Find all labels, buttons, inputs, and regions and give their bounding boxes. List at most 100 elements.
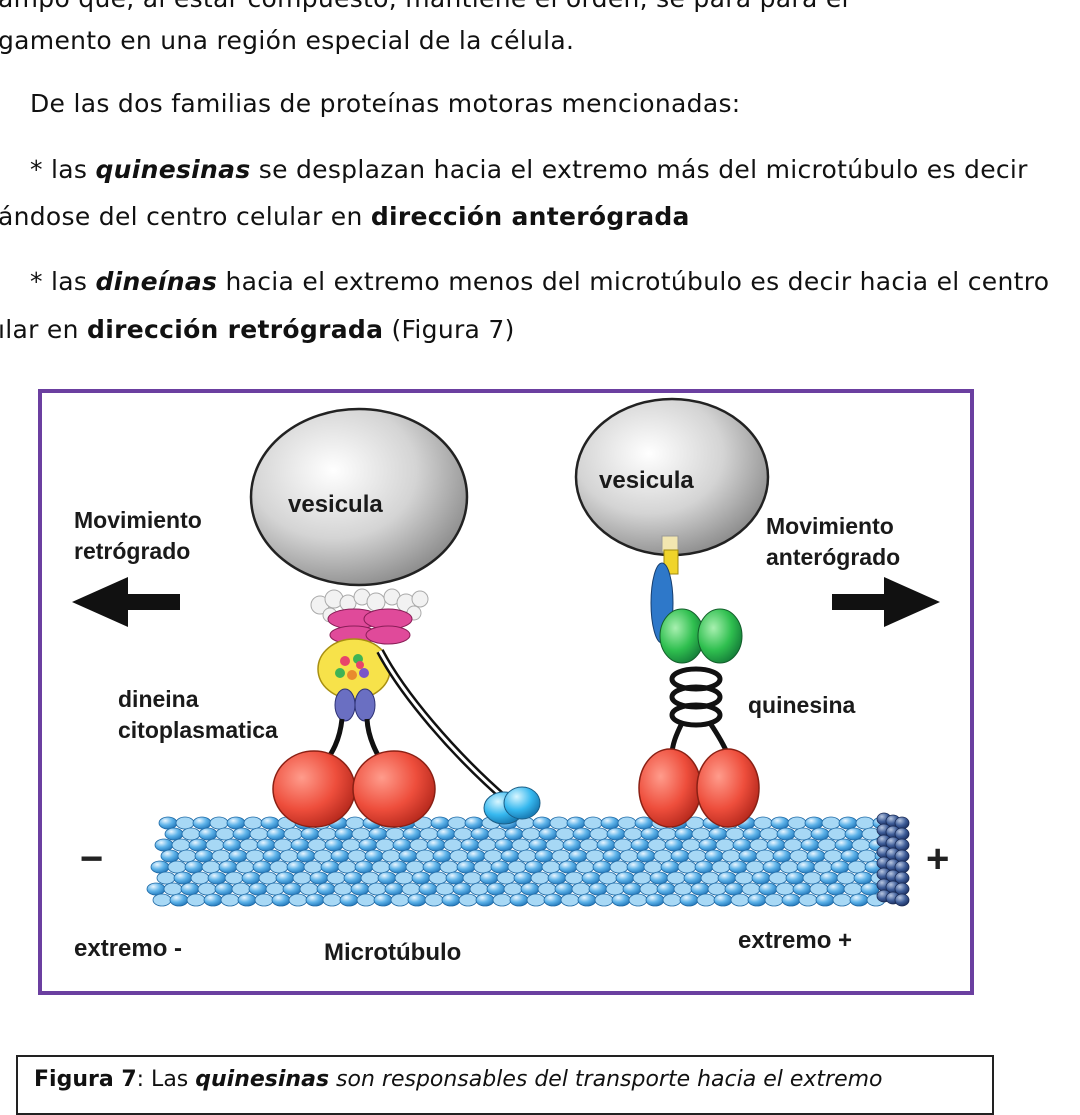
tubulin-subunit — [356, 893, 376, 907]
tubulin-subunit — [766, 838, 786, 852]
tubulin-subunit — [541, 860, 561, 874]
tubulin-subunit — [772, 849, 792, 863]
tubulin-subunit — [299, 882, 319, 896]
tubulin-subunit — [292, 871, 312, 885]
tubulin-subunit — [664, 838, 684, 852]
tubulin-subunit — [617, 816, 637, 830]
tubulin-subunit — [747, 893, 767, 907]
tubulin-subunit — [375, 838, 395, 852]
tubulin-subunit — [211, 849, 231, 863]
tubulin-subunit — [324, 838, 344, 852]
tubulin-subunit — [630, 838, 650, 852]
tubulin-subunit — [725, 827, 745, 841]
tubulin-subunit — [806, 849, 826, 863]
tubulin-subunit — [779, 860, 799, 874]
tubulin-subunit — [537, 882, 557, 896]
tubulin-subunit — [252, 860, 272, 874]
tubulin-subunit — [470, 827, 490, 841]
tubulin-subunit — [577, 893, 597, 907]
tubulin-subunit — [521, 827, 541, 841]
tubulin-subunit — [351, 827, 371, 841]
tubulin-subunit — [494, 838, 514, 852]
tubulin-subunit — [653, 849, 673, 863]
tubulin-subunit — [443, 838, 463, 852]
tubulin-subunit — [568, 849, 588, 863]
tubulin-subunit — [441, 893, 461, 907]
tubulin-subunit — [405, 860, 425, 874]
tubulin-subunit — [286, 860, 306, 874]
tubulin-subunit — [636, 849, 656, 863]
tubulin-subunit — [260, 816, 280, 830]
tubulin-subunit — [258, 871, 278, 885]
tubulin-subunit — [776, 827, 796, 841]
tubulin-subunit — [326, 871, 346, 885]
tubulin-subunit — [436, 827, 456, 841]
tubulin-subunit — [649, 871, 669, 885]
movement-retrograde-label: Movimiento retrógrado — [74, 507, 202, 564]
tubulin-subunit — [662, 893, 682, 907]
tubulin-subunit — [228, 849, 248, 863]
tubulin-subunit — [666, 871, 686, 885]
tubulin-subunit — [530, 871, 550, 885]
tubulin-subunit — [562, 838, 582, 852]
tubulin-subunit — [732, 838, 752, 852]
tubulin-subunit — [419, 827, 439, 841]
tubulin-subunit — [830, 860, 850, 874]
tubulin-subunit — [639, 882, 659, 896]
tubulin-subunit — [694, 860, 714, 874]
tubulin-subunit — [237, 893, 257, 907]
tubulin-subunit — [194, 849, 214, 863]
tubulin-subunit — [588, 882, 608, 896]
tubulin-subunit — [711, 860, 731, 874]
tubulin-subunit — [371, 860, 391, 874]
tubulin-subunit — [296, 849, 316, 863]
tubulin-subunit — [266, 827, 286, 841]
tubulin-subunit — [197, 882, 217, 896]
kinesin-motor — [638, 535, 760, 828]
tubulin-subunit — [670, 849, 690, 863]
tubulin-subunit — [687, 849, 707, 863]
tubulin-subunit — [473, 860, 493, 874]
tubulin-subunit — [851, 838, 871, 852]
tubulin-subunit — [798, 893, 818, 907]
tubulin-subunit — [844, 827, 864, 841]
tubulin-subunit — [303, 860, 323, 874]
tubulin-subunit — [657, 827, 677, 841]
tubulin-subunit — [849, 893, 869, 907]
tubulin-subunit — [377, 871, 397, 885]
tubulin-subunit — [309, 871, 329, 885]
tubulin-subunit — [347, 849, 367, 863]
tubulin-subunit — [579, 838, 599, 852]
tubulin-subunit — [673, 882, 693, 896]
tubulin-subunit — [793, 827, 813, 841]
tubulin-subunit — [402, 827, 422, 841]
figure-7-motor-proteins: vesicula vesicula Movimiento retrógrado … — [38, 389, 974, 995]
tubulin-subunit — [526, 893, 546, 907]
tubulin-subunit — [469, 882, 489, 896]
tubulin-subunit — [796, 860, 816, 874]
tubulin-subunit — [209, 816, 229, 830]
text-line-2: De las dos familias de proteínas motoras… — [30, 89, 741, 118]
tubulin-subunit — [554, 882, 574, 896]
tubulin-subunit — [534, 849, 554, 863]
tubulin-subunit — [430, 816, 450, 830]
tubulin-subunit — [290, 838, 310, 852]
tubulin-subunit — [857, 849, 877, 863]
tubulin-subunit — [707, 882, 727, 896]
tubulin-subunit — [435, 882, 455, 896]
tubulin-subunit — [715, 838, 735, 852]
tubulin-subunit — [169, 893, 189, 907]
tubulin-subunit — [343, 871, 363, 885]
tubulin-subunit — [447, 816, 467, 830]
tubulin-subunit — [220, 893, 240, 907]
tubulin-subunit — [265, 882, 285, 896]
tubulin-subunit — [496, 871, 516, 885]
tubulin-subunit — [504, 827, 524, 841]
tubulin-subunit — [821, 816, 841, 830]
tubulin-subunit — [407, 893, 427, 907]
tubulin-subunit — [354, 860, 374, 874]
tubulin-subunit — [453, 827, 473, 841]
tubulin-subunit — [418, 882, 438, 896]
tubulin-subunit — [175, 816, 195, 830]
tubulin-subunit — [180, 882, 200, 896]
